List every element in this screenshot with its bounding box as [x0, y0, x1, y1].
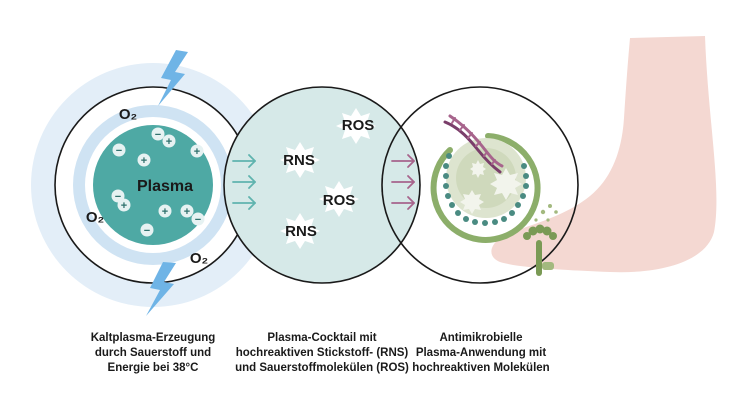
lightning-bolt-icon	[158, 50, 188, 106]
middle-circle-outline	[223, 86, 421, 284]
caption-line: hochreaktiven Stickstoff- (RNS)	[235, 347, 409, 359]
right-circle-outline	[381, 86, 579, 284]
svg-text:−: −	[115, 191, 121, 203]
cocktail-fill	[224, 87, 420, 283]
o2-label-left: O₂	[86, 209, 104, 226]
o2-label-top: O₂	[119, 106, 137, 123]
arrow-right-icon	[232, 154, 256, 168]
caption-line: Energie bei 38°C	[107, 362, 199, 374]
lightning-bolt-icon	[146, 262, 176, 316]
caption-line: und Sauerstoffmolekülen (ROS)	[235, 362, 409, 374]
plasma-generation-group: − + + + − − + + + − − Plasma O₂ O₂ O₂	[31, 50, 275, 316]
caption-line: Plasma-Anwendung mit	[415, 347, 547, 359]
dna-helix-icon	[443, 114, 504, 174]
fungus-icon	[523, 204, 558, 276]
reactive-star-icon	[336, 108, 376, 144]
svg-text:−: −	[155, 129, 161, 141]
reactive-star-icon	[280, 142, 320, 178]
caption-line: hochreaktiven Molekülen	[412, 362, 550, 374]
svg-text:+: +	[184, 206, 190, 218]
foot-icon	[491, 36, 717, 273]
o2-label-bottom: O₂	[190, 250, 208, 267]
svg-text:−: −	[116, 145, 122, 157]
antimicrobial-group	[381, 86, 579, 284]
ion-particles: − + + + − − + + + − −	[111, 127, 205, 237]
arrow-right-icon	[232, 175, 256, 189]
ros-label-bottom: ROS	[323, 192, 356, 209]
arrow-right-icon	[232, 196, 256, 210]
svg-text:+: +	[141, 155, 147, 167]
plasma-label: Plasma	[137, 178, 193, 195]
svg-text:+: +	[194, 146, 200, 158]
bacterium-cell-icon	[430, 133, 541, 243]
svg-text:−: −	[144, 225, 150, 237]
svg-text:+: +	[162, 206, 168, 218]
rns-label-top: RNS	[283, 152, 315, 169]
rns-label-bottom: RNS	[285, 223, 317, 240]
reactive-star-icon	[280, 213, 320, 249]
arrow-right-icon	[391, 175, 415, 189]
ros-label-top: ROS	[342, 117, 375, 134]
caption-middle: Plasma-Cocktail mit hochreaktiven Sticks…	[207, 331, 437, 376]
arrow-right-icon	[391, 196, 415, 210]
reactive-star-icon	[319, 181, 359, 217]
caption-line: durch Sauerstoff und	[94, 347, 212, 359]
caption-line: Plasma-Cocktail mit	[267, 332, 377, 344]
svg-text:+: +	[121, 200, 127, 212]
caption-left: Kaltplasma-Erzeugung durch Sauerstoff un…	[38, 331, 268, 376]
arrow-right-icon	[391, 154, 415, 168]
caption-line: Kaltplasma-Erzeugung	[90, 332, 216, 344]
plasma-cocktail-group: RNS ROS ROS RNS	[223, 86, 421, 284]
svg-text:+: +	[166, 136, 172, 148]
caption-line: Antimikrobielle	[439, 332, 523, 344]
caption-right: Antimikrobielle Plasma-Anwendung mit hoc…	[366, 331, 596, 376]
svg-text:−: −	[195, 214, 201, 226]
